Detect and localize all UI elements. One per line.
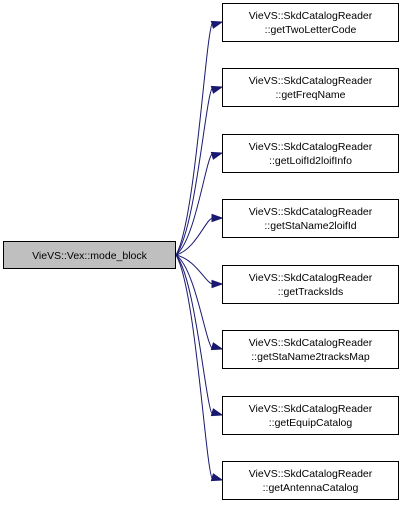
callee-node-get-sta-name2-loif-id[interactable]: VieVS::SkdCatalogReader ::getStaName2loi… — [222, 199, 399, 238]
callee-node-box — [222, 461, 399, 500]
call-edge — [175, 254, 214, 481]
callee-node-class-label: VieVS::SkdCatalogReader — [249, 337, 373, 349]
call-edge — [175, 254, 214, 285]
callee-node-box — [222, 3, 399, 42]
root-node[interactable]: VieVS::Vex::mode_block — [3, 241, 176, 269]
callee-node-method-label: ::getAntennaCatalog — [263, 482, 359, 494]
callee-node-class-label: VieVS::SkdCatalogReader — [249, 468, 373, 480]
callee-node-class-label: VieVS::SkdCatalogReader — [249, 206, 373, 218]
call-edge-arrowhead — [210, 151, 224, 160]
callee-node-box — [222, 265, 399, 304]
callee-node-box — [222, 134, 399, 173]
callee-node-get-antenna-catalog[interactable]: VieVS::SkdCatalogReader ::getAntennaCata… — [222, 461, 399, 500]
callee-node-box — [222, 330, 399, 369]
call-edge — [175, 86, 214, 256]
callee-nodes: VieVS::SkdCatalogReader ::getTwoLetterCo… — [222, 3, 399, 500]
callee-node-box — [222, 199, 399, 238]
callee-node-method-label: ::getStaName2loifId — [264, 220, 356, 232]
call-edge — [175, 254, 214, 416]
root-node-label: VieVS::Vex::mode_block — [32, 250, 148, 262]
callee-node-get-sta-name2-tracks-map[interactable]: VieVS::SkdCatalogReader ::getStaName2tra… — [222, 330, 399, 369]
callee-node-get-equip-catalog[interactable]: VieVS::SkdCatalogReader ::getEquipCatalo… — [222, 396, 399, 435]
callee-node-method-label: ::getTwoLetterCode — [265, 24, 357, 36]
call-edge-arrowhead — [210, 342, 224, 351]
call-edge-arrowhead — [210, 20, 224, 29]
callee-node-box — [222, 68, 399, 107]
callee-node-get-loif-id2-loif-info[interactable]: VieVS::SkdCatalogReader ::getLoifId2loif… — [222, 134, 399, 173]
call-edge — [175, 254, 214, 350]
call-edge-arrowhead — [210, 473, 224, 482]
call-edge-arrowhead — [211, 279, 224, 289]
call-edge-arrowhead — [210, 85, 224, 94]
callee-node-method-label: ::getFreqName — [275, 89, 345, 101]
callee-node-class-label: VieVS::SkdCatalogReader — [249, 403, 373, 415]
call-edge — [175, 217, 214, 256]
callee-node-method-label: ::getTracksIds — [278, 286, 344, 298]
call-edge — [175, 152, 214, 256]
callee-node-class-label: VieVS::SkdCatalogReader — [249, 75, 373, 87]
callee-node-get-two-letter-code[interactable]: VieVS::SkdCatalogReader ::getTwoLetterCo… — [222, 3, 399, 42]
callee-node-get-freq-name[interactable]: VieVS::SkdCatalogReader ::getFreqName — [222, 68, 399, 107]
call-edge-arrowhead — [210, 408, 224, 417]
callee-node-class-label: VieVS::SkdCatalogReader — [249, 141, 373, 153]
callee-node-class-label: VieVS::SkdCatalogReader — [249, 272, 373, 284]
callee-node-class-label: VieVS::SkdCatalogReader — [249, 10, 373, 22]
callee-node-get-tracks-ids[interactable]: VieVS::SkdCatalogReader ::getTracksIds — [222, 265, 399, 304]
callee-node-method-label: ::getEquipCatalog — [269, 417, 353, 429]
callee-node-method-label: ::getStaName2tracksMap — [251, 351, 370, 363]
root-node-box — [3, 241, 176, 269]
call-edge — [175, 21, 214, 256]
call-edge-arrowhead — [211, 213, 224, 223]
callee-node-box — [222, 396, 399, 435]
call-graph-edges — [175, 20, 224, 482]
callee-node-method-label: ::getLoifId2loifInfo — [269, 155, 352, 167]
